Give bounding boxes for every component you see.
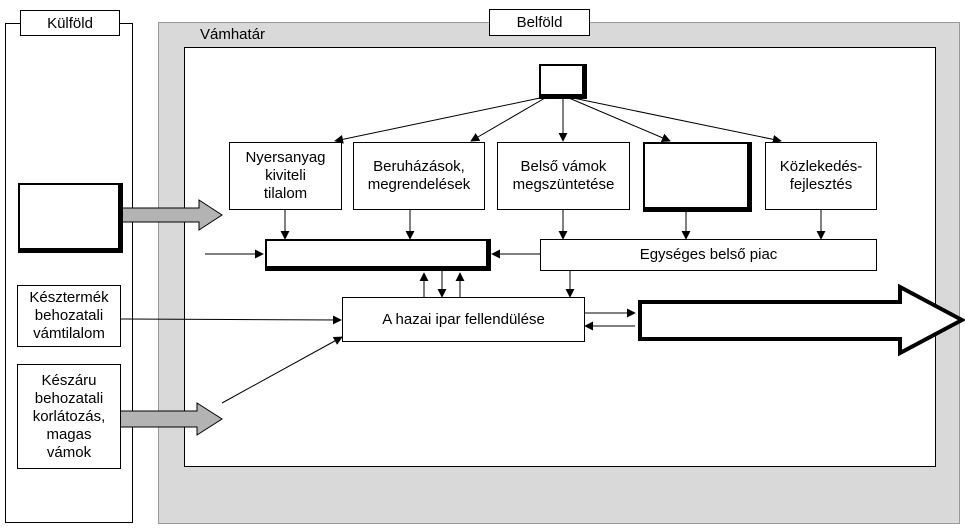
domestic-industry-boom-box: A hazai ipar fellendülése: [342, 297, 585, 342]
domestic-label: Belföld: [489, 9, 590, 36]
central-blank-box: [265, 239, 491, 271]
top-blank-box: [539, 64, 587, 99]
investments-orders-box: Beruházások, megrendelések: [353, 142, 485, 210]
transport-development-box: Közlekedés- fejlesztés: [765, 142, 877, 210]
arrow-top-to-raw-material: [334, 97, 541, 144]
abroad-label: Külföld: [20, 10, 120, 36]
big-export-arrow: [638, 283, 965, 357]
gray-arrow-upper: [112, 199, 223, 231]
blank-box-middle-row: [643, 142, 752, 212]
raw-material-export-ban-box: Nyersanyag kiviteli tilalom: [229, 142, 342, 210]
customs-border-label: Vámhatár: [200, 26, 266, 43]
arrow-top-to-transport: [572, 97, 782, 144]
gray-arrow-lower: [112, 402, 223, 436]
abroad-blank-box: [18, 183, 123, 253]
arrow-restriction-to-boom: [221, 336, 343, 404]
internal-duties-abolition-box: Belső vámok megszüntetése: [497, 142, 630, 210]
arrow-import-ban-to-boom: [119, 315, 342, 325]
finished-goods-import-ban-box: Késztermék behozatali vámtilalom: [17, 285, 121, 347]
arrow-top-to-investments: [470, 97, 546, 142]
unified-internal-market-box: Egységes belső piac: [540, 239, 877, 271]
finished-goods-import-restriction-box: Készáru behozatali korlátozás, magas vám…: [17, 364, 121, 469]
arrow-top-to-empty-box: [568, 97, 671, 142]
